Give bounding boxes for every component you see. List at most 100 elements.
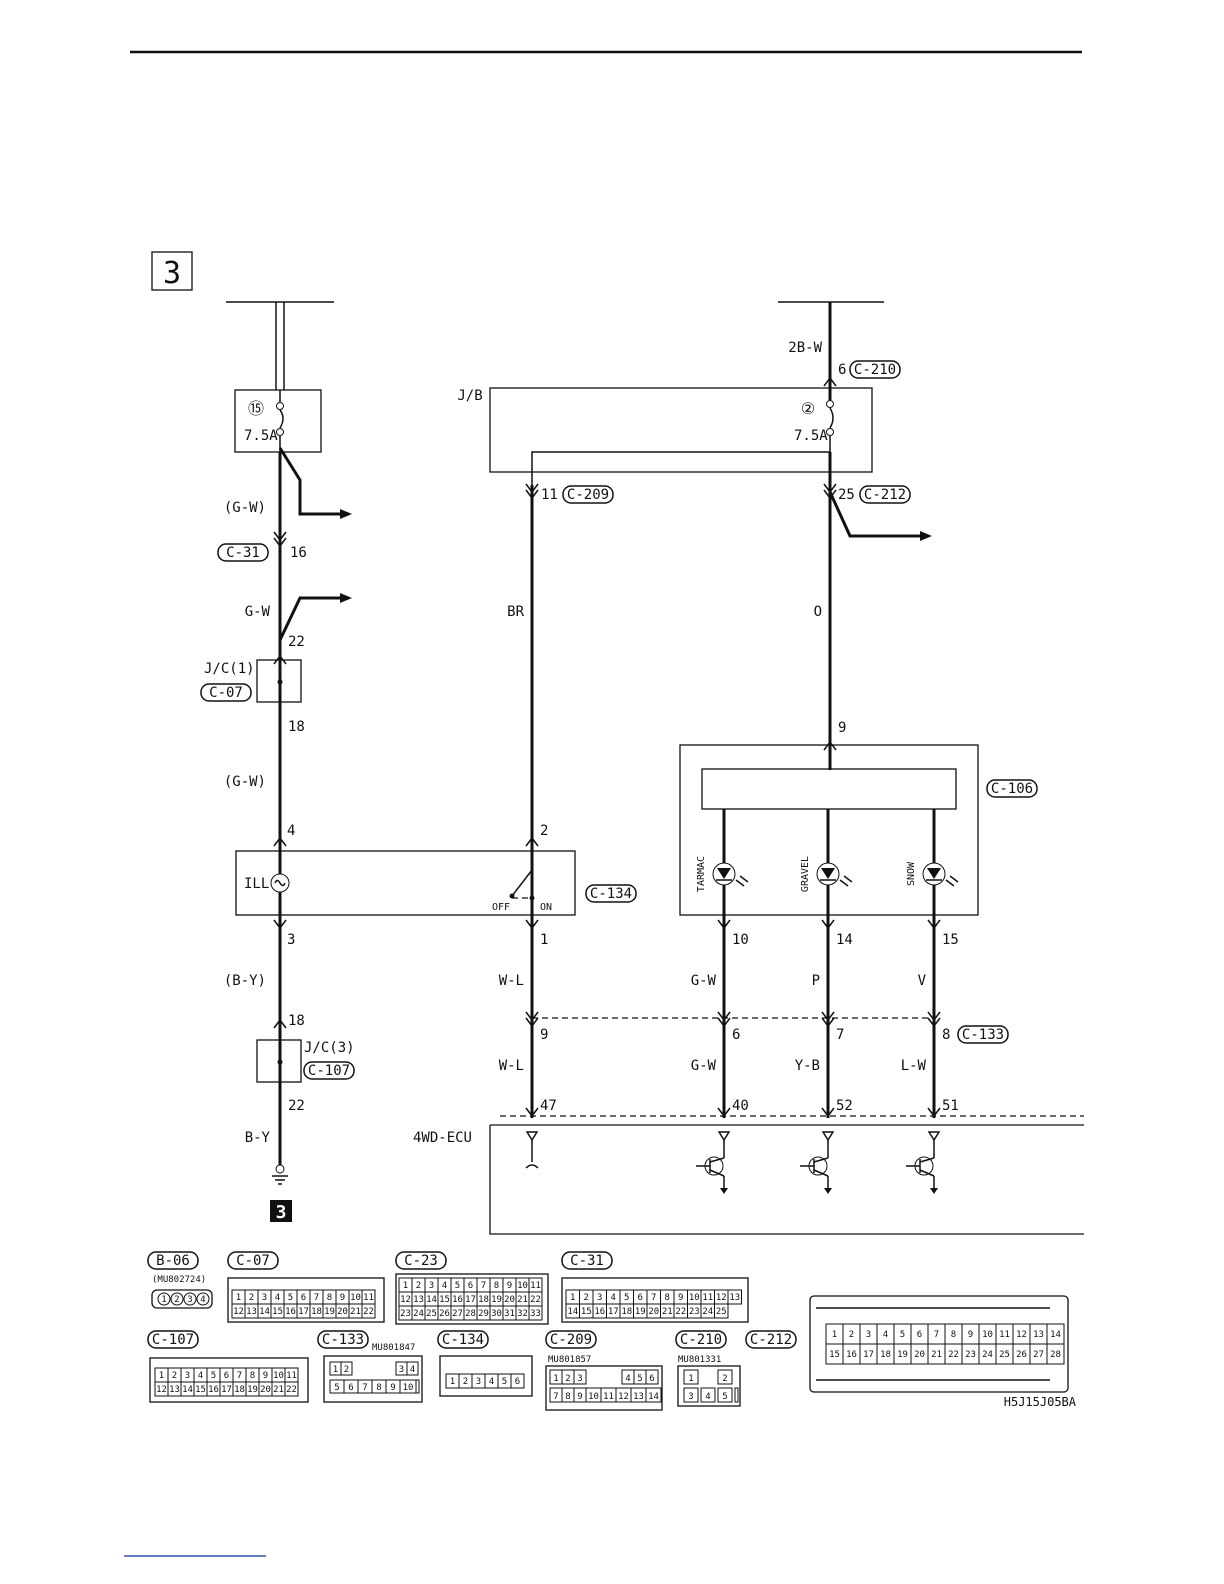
svg-text:9: 9 — [390, 1383, 395, 1393]
jc1-box — [256, 659, 302, 703]
legend-c133-pins: 1 2 3 4 5 6 7 8 9 10 — [329, 1361, 420, 1394]
connector-pin-number: 19 — [635, 1307, 646, 1317]
svg-text:4: 4 — [705, 1392, 710, 1402]
connector-pin-number: 2 — [249, 1293, 254, 1303]
connector-pin-number: 15 — [439, 1295, 450, 1305]
connector-c107-tag: C-107 — [303, 1061, 355, 1080]
connector-pin-number: 11 — [286, 1371, 297, 1381]
connector-pin-number: 6 — [638, 1293, 643, 1303]
fuse-box-left — [234, 389, 322, 453]
connector-pin-number: 8 — [250, 1371, 255, 1381]
connector-pin-number: 1 — [236, 1293, 241, 1303]
legend-c212: C-212 — [745, 1330, 797, 1349]
snow-led-icon — [922, 862, 959, 887]
fuse-number-right: ② — [801, 399, 815, 418]
connector-pin-number: 3 — [262, 1293, 267, 1303]
connector-pin-number: 20 — [648, 1307, 659, 1317]
svg-text:4: 4 — [410, 1365, 415, 1375]
connector-pin-number: 10 — [517, 1281, 528, 1291]
pin-7: 7 — [836, 1027, 844, 1043]
switch-box — [235, 850, 576, 916]
svg-text:3: 3 — [577, 1374, 582, 1384]
connector-c209-label: C-209 — [567, 487, 609, 503]
wire-color-left-by-paren: (B-Y) — [224, 973, 266, 989]
connector-pin-number: 8 — [494, 1281, 499, 1291]
connector-pin-number: 9 — [340, 1293, 345, 1303]
svg-text:3: 3 — [399, 1365, 404, 1375]
pin-15: 15 — [942, 932, 959, 948]
connector-pin-number: 16 — [846, 1350, 857, 1360]
svg-text:8: 8 — [565, 1392, 570, 1402]
connector-c31-tag: C-31 — [217, 543, 269, 562]
connector-pin-number: 26 — [1016, 1350, 1027, 1360]
connector-pin-number: 23 — [965, 1350, 976, 1360]
jb-label: J/B — [457, 388, 482, 404]
legend-c210-pins: 1 2 3 4 5 — [683, 1369, 739, 1403]
svg-text:2: 2 — [174, 1295, 179, 1305]
connector-pin — [510, 1373, 525, 1389]
connector-pin-number: 2 — [584, 1293, 589, 1303]
connector-pin-number: 3 — [597, 1293, 602, 1303]
connector-pin-number: 15 — [829, 1350, 840, 1360]
connector-pin-number: 17 — [863, 1350, 874, 1360]
connector-pin-number: 3 — [185, 1371, 190, 1381]
wire-color-o: O — [814, 604, 822, 620]
legend-b06: B-06 (MU802724) 1 2 3 4 — [147, 1251, 213, 1309]
page-number-box: 3 — [151, 251, 193, 291]
pin-25: 25 — [838, 487, 855, 503]
ground-symbol — [272, 1164, 288, 1185]
junction-block: J/B ② 7.5A — [457, 387, 873, 485]
switch-c134: ILL OFF ON C-134 — [235, 850, 637, 916]
svg-text:10: 10 — [403, 1383, 414, 1393]
connector-pin-number: 17 — [465, 1295, 476, 1305]
connector-pin-number: 2 — [416, 1281, 421, 1291]
pin-11: 11 — [541, 487, 558, 503]
connector-pin-number: 14 — [426, 1295, 437, 1305]
wire-color-wl1: W-L — [499, 973, 524, 989]
connector-pin-number: 18 — [234, 1385, 245, 1395]
connector-pin-number: 5 — [502, 1377, 507, 1387]
connector-pin-number: 21 — [273, 1385, 284, 1395]
connector-pin-number: 13 — [246, 1307, 257, 1317]
connector-pin-number: 18 — [880, 1350, 891, 1360]
connector-pin-number: 10 — [273, 1371, 284, 1381]
wire-color-lw: L-W — [901, 1058, 927, 1074]
connector-pin — [727, 1289, 742, 1305]
page-number: 3 — [163, 256, 181, 291]
connector-pin-number: 8 — [951, 1330, 956, 1340]
connector-pin-number: 27 — [452, 1309, 463, 1319]
connector-c107-label: C-107 — [308, 1063, 350, 1079]
connector-pin-number: 9 — [507, 1281, 512, 1291]
wire-color-br: BR — [507, 604, 524, 620]
connector-c07-tag: C-07 — [200, 683, 252, 702]
connector-pin-number: 12 — [716, 1293, 727, 1303]
connector-pin-number: 22 — [530, 1295, 541, 1305]
connector-pin-number: 25 — [999, 1350, 1010, 1360]
connector-pin-number: 33 — [530, 1309, 541, 1319]
switch-off-label: OFF — [492, 902, 510, 913]
legend-c209-pins: 1 2 3 4 5 6 7 8 9 10 11 12 13 14 — [549, 1369, 662, 1403]
connector-pin-number: 3 — [866, 1330, 871, 1340]
ecu-4wd: 4WD-ECU — [413, 1115, 1084, 1235]
connector-pin-number: 2 — [172, 1371, 177, 1381]
svg-text:3: 3 — [187, 1295, 192, 1305]
connector-pin-number: 8 — [327, 1293, 332, 1303]
svg-text:2: 2 — [722, 1374, 727, 1384]
connector-pin-number: 23 — [400, 1309, 411, 1319]
wire-o: 25 C-212 O 9 — [814, 452, 932, 770]
legend-b06-pins: 1 2 3 4 — [157, 1292, 210, 1306]
pin-4: 4 — [287, 823, 295, 839]
connector-pin-number: 25 — [426, 1309, 437, 1319]
connector-pin-number: 10 — [689, 1293, 700, 1303]
svg-text:6: 6 — [348, 1383, 353, 1393]
connector-pin-number: 28 — [1050, 1350, 1061, 1360]
pin-52: 52 — [836, 1098, 853, 1114]
connector-pin-number: 19 — [324, 1307, 335, 1317]
connector-pin — [714, 1303, 729, 1319]
